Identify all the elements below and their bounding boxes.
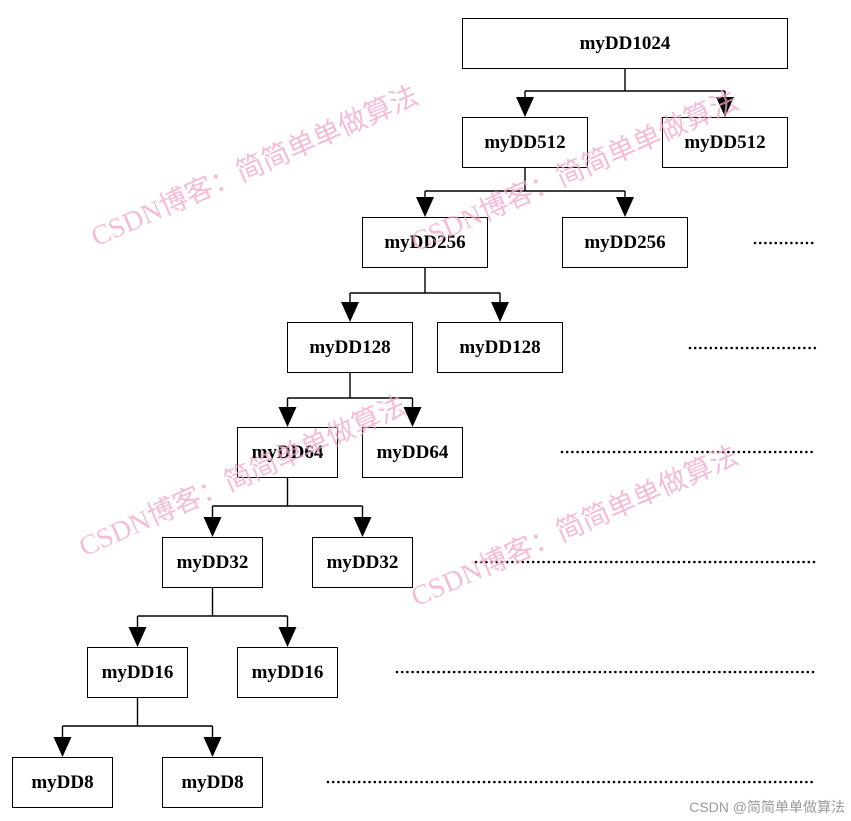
node-mydd512-left: myDD512 (462, 117, 588, 168)
arrowhead (516, 97, 534, 117)
arrowhead (128, 627, 147, 647)
node-mydd64-right: myDD64 (362, 427, 463, 478)
arrowhead (278, 627, 297, 647)
arrowhead (416, 197, 434, 217)
arrowhead (353, 517, 372, 537)
arrowhead (278, 407, 297, 427)
node-mydd256-right: myDD256 (562, 217, 688, 268)
arrowhead (203, 737, 222, 757)
node-mydd64-left: myDD64 (237, 427, 338, 478)
node-mydd512-right: myDD512 (662, 117, 788, 168)
footer-watermark: CSDN @简简单单做算法 (689, 799, 845, 815)
node-mydd16-right: myDD16 (237, 647, 338, 698)
node-mydd1024: myDD1024 (462, 18, 788, 69)
node-mydd128-left: myDD128 (287, 322, 413, 373)
arrowhead (616, 197, 634, 217)
node-mydd16-left: myDD16 (87, 647, 188, 698)
node-mydd8-left: myDD8 (12, 757, 113, 808)
node-mydd8-right: myDD8 (162, 757, 263, 808)
node-mydd32-right: myDD32 (312, 537, 413, 588)
arrowhead (53, 737, 72, 757)
arrowhead (203, 517, 222, 537)
arrowhead (491, 302, 509, 322)
arrowhead (341, 302, 359, 322)
arrowhead (716, 97, 734, 117)
node-mydd256-left: myDD256 (362, 217, 488, 268)
arrowhead (403, 407, 422, 427)
node-mydd128-right: myDD128 (437, 322, 563, 373)
node-mydd32-left: myDD32 (162, 537, 263, 588)
